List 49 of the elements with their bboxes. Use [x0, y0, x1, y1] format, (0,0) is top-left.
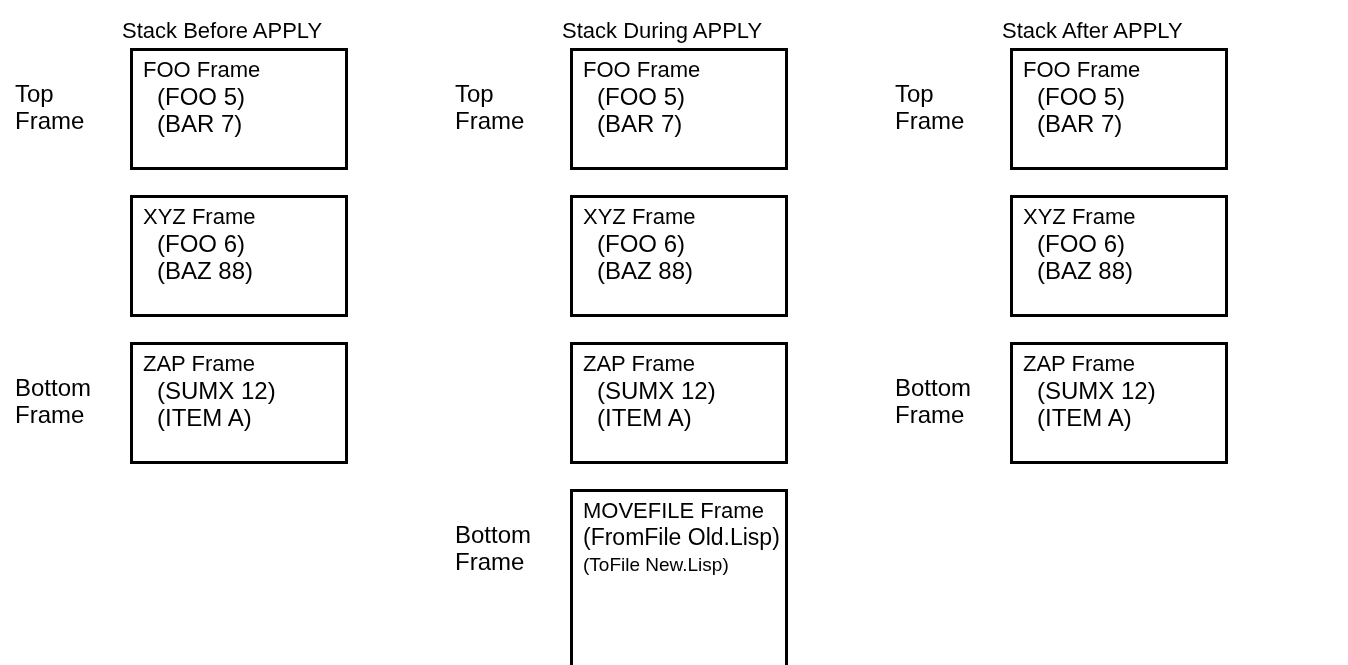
binding-entry: (FromFile Old.Lisp): [583, 524, 780, 551]
binding-entry: (ITEM A): [596, 404, 692, 431]
stack-frame-box: [1010, 48, 1228, 170]
binding-entry: (BAR 7): [156, 110, 243, 137]
frame-heading: ZAP Frame: [1023, 351, 1136, 377]
binding-entry: (BAR 7): [1036, 110, 1123, 137]
frame-heading: MOVEFILE Frame: [583, 498, 764, 524]
binding-entry: (SUMX 12): [1036, 377, 1156, 404]
binding-entry: (ToFile New.Lisp): [583, 553, 729, 577]
column-heading: Stack During APPLY: [562, 18, 763, 44]
frame-side-label: Top Frame: [15, 80, 86, 134]
binding-entry: (FOO 5): [1036, 83, 1125, 110]
binding-entry: (ITEM A): [156, 404, 252, 431]
binding-entry: (FOO 5): [156, 83, 245, 110]
binding-entry: (FOO 5): [596, 83, 685, 110]
stack-frame-box: [570, 489, 788, 665]
binding-entry: (ITEM A): [1036, 404, 1132, 431]
frame-heading: XYZ Frame: [1023, 204, 1136, 230]
binding-entry: (FOO 6): [596, 230, 685, 257]
frame-heading: FOO Frame: [143, 57, 261, 83]
frame-side-label: Bottom Frame: [15, 374, 93, 428]
binding-entry: (FOO 6): [156, 230, 245, 257]
frame-heading: XYZ Frame: [583, 204, 696, 230]
frame-heading: ZAP Frame: [143, 351, 256, 377]
frame-heading: XYZ Frame: [143, 204, 256, 230]
frame-side-label: Top Frame: [895, 80, 966, 134]
frame-side-label: Bottom Frame: [455, 521, 533, 575]
binding-entry: (FOO 6): [1036, 230, 1125, 257]
binding-entry: (BAR 7): [596, 110, 683, 137]
binding-entry: (BAZ 88): [1036, 257, 1134, 284]
column-heading: Stack After APPLY: [1002, 18, 1183, 44]
stack-frame-box: [130, 342, 348, 464]
stack-frame-box: [570, 48, 788, 170]
stack-frame-box: [130, 195, 348, 317]
frame-side-label: Bottom Frame: [895, 374, 973, 428]
stack-frame-box: [570, 342, 788, 464]
frame-heading: FOO Frame: [1023, 57, 1141, 83]
frame-heading: FOO Frame: [583, 57, 701, 83]
stack-frame-box: [570, 195, 788, 317]
binding-entry: (SUMX 12): [596, 377, 716, 404]
binding-entry: (BAZ 88): [156, 257, 254, 284]
binding-entry: (SUMX 12): [156, 377, 276, 404]
stack-frame-box: [1010, 195, 1228, 317]
binding-entry: (BAZ 88): [596, 257, 694, 284]
column-heading: Stack Before APPLY: [122, 18, 323, 44]
stack-frame-box: [130, 48, 348, 170]
stack-frame-box: [1010, 342, 1228, 464]
frame-side-label: Top Frame: [455, 80, 526, 134]
frame-heading: ZAP Frame: [583, 351, 696, 377]
